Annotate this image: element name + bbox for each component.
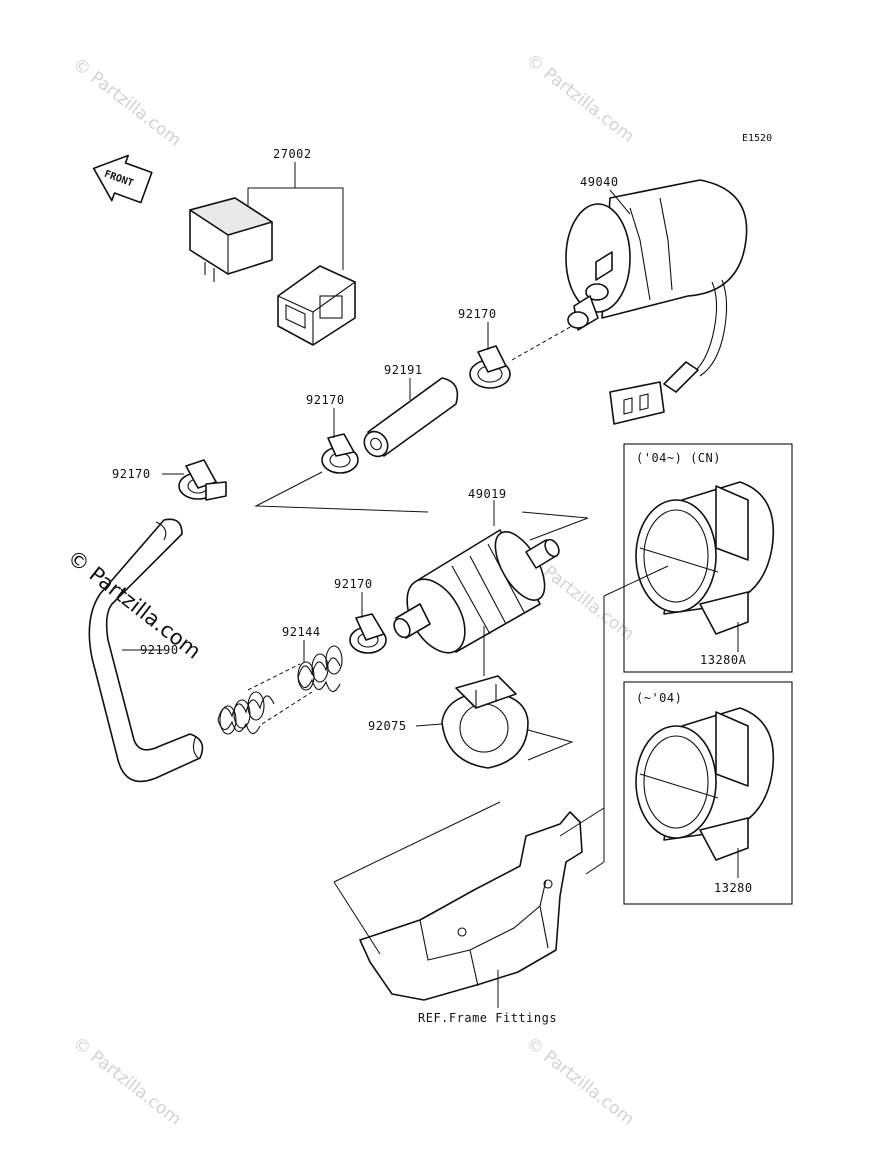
hose-clip-92170-upper-right [469, 322, 573, 389]
label-92144: 92144 [282, 625, 321, 639]
hose-92190 [88, 518, 204, 783]
assembly-line-upper [254, 471, 429, 513]
fuel-pump-49040 [565, 179, 748, 425]
watermark-bottom-left: © Partzilla.com [69, 1033, 185, 1130]
inset-bottom-caption: (~'04) [636, 691, 682, 705]
reference-label-frame-fittings: REF.Frame Fittings [418, 1011, 557, 1025]
relay-27002 [189, 162, 344, 282]
inset-top-caption: ('04~) (CN) [636, 451, 721, 465]
label-92075: 92075 [368, 719, 407, 733]
hose-clip-92170-left [162, 459, 227, 501]
fuel-filter-49019 [393, 500, 560, 654]
hose-clip-92170-lower [349, 592, 387, 654]
label-92170-middle: 92170 [306, 393, 345, 407]
inset-13280: (~'04) 13280 [623, 681, 793, 905]
band-92075 [415, 626, 574, 769]
label-49019: 49019 [468, 487, 507, 501]
watermark-top-right: © Partzilla.com [522, 50, 638, 147]
assembly-line-filter [521, 511, 589, 541]
label-92170-left: 92170 [112, 467, 151, 481]
frame-bracket [333, 596, 605, 1008]
inset-13280A: ('04~) (CN) 13280A [603, 443, 793, 673]
watermark-top-left: © Partzilla.com [69, 54, 185, 151]
label-13280A: 13280A [700, 653, 747, 667]
label-27002: 27002 [273, 147, 312, 161]
watermark-bottom-right: © Partzilla.com [522, 1033, 638, 1130]
label-92190: 92190 [140, 643, 179, 657]
label-92170-lower: 92170 [334, 577, 373, 591]
diagram-code: E1520 [742, 133, 772, 144]
front-arrow: FRONT [92, 154, 153, 204]
label-49040: 49040 [580, 175, 619, 189]
hose-92191 [363, 377, 459, 458]
label-13280: 13280 [714, 881, 753, 895]
hose-clip-92170-middle [321, 408, 359, 474]
label-92170-upper-right: 92170 [458, 307, 497, 321]
spring-92144 [217, 640, 343, 735]
connector-27002 [277, 265, 356, 346]
label-92191: 92191 [384, 363, 423, 377]
